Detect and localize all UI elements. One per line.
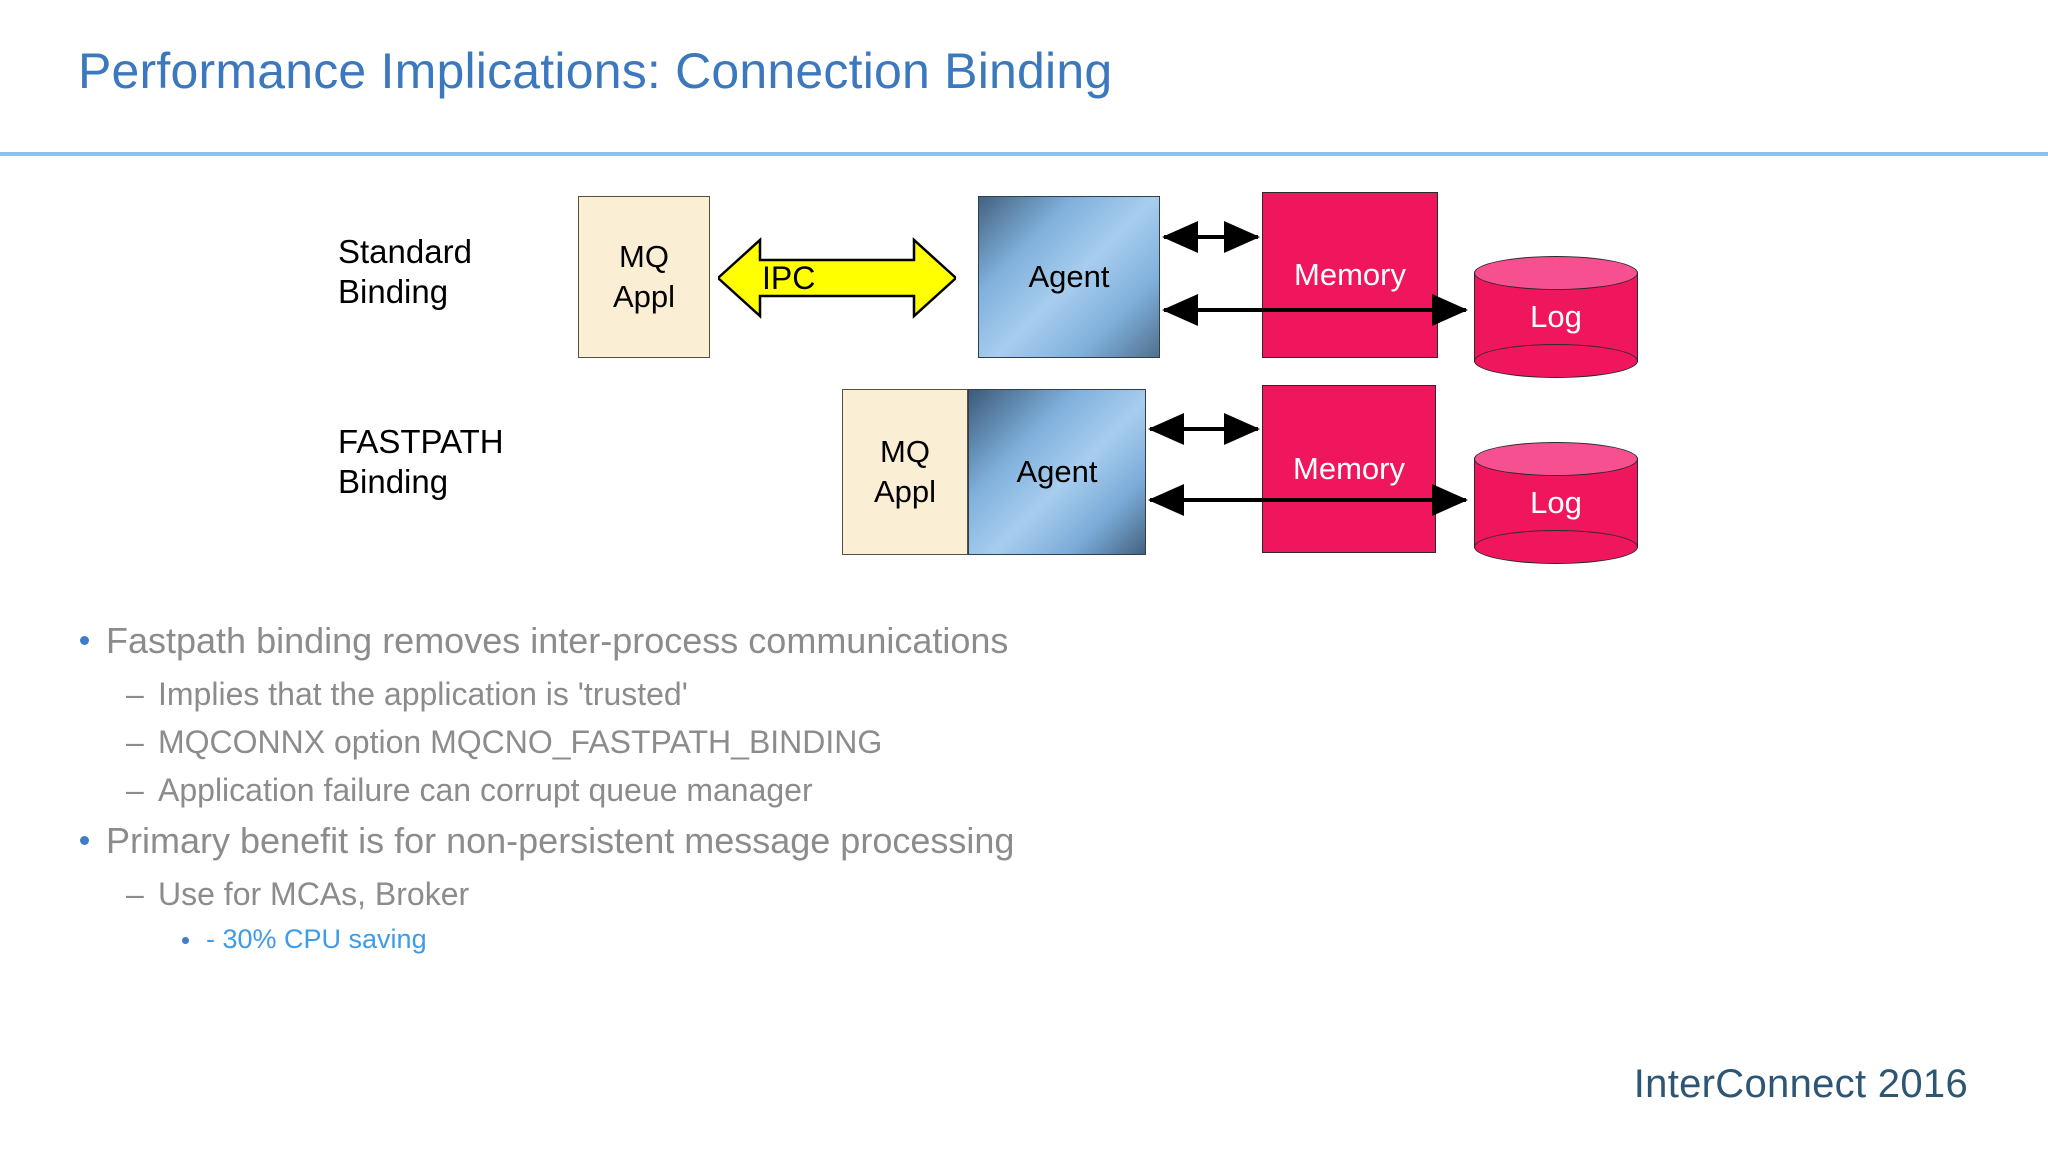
bullet-text: - 30% CPU saving bbox=[206, 924, 427, 954]
bullet-item: Primary benefit is for non-persistent me… bbox=[72, 820, 1572, 862]
mq-appl-box-row1: MQ Appl bbox=[578, 196, 710, 358]
bullet-item: Fastpath binding removes inter-process c… bbox=[72, 620, 1572, 662]
log-cylinder-top-ellipse bbox=[1474, 442, 1638, 476]
bullet-text: Primary benefit is for non-persistent me… bbox=[106, 820, 1015, 861]
bullet-text: Application failure can corrupt queue ma… bbox=[158, 772, 813, 808]
agent-box-row2: Agent bbox=[968, 389, 1146, 555]
bullet-text: Fastpath binding removes inter-process c… bbox=[106, 620, 1009, 661]
connection-binding-diagram: Standard Binding MQ Appl IPC Agent Memor… bbox=[338, 192, 1638, 564]
bullet-text: MQCONNX option MQCNO_FASTPATH_BINDING bbox=[158, 724, 883, 760]
log-cylinder-label: Log bbox=[1530, 485, 1582, 520]
bullet-dot-icon bbox=[80, 836, 89, 845]
row2-connector-arrows bbox=[1148, 413, 1468, 516]
bullet-list: Fastpath binding removes inter-process c… bbox=[72, 620, 1572, 965]
row1-connector-arrows bbox=[1162, 221, 1468, 326]
bullet-text: Use for MCAs, Broker bbox=[158, 876, 470, 912]
log-cylinder-row2: Log bbox=[1474, 442, 1638, 564]
log-cylinder-top-ellipse bbox=[1474, 256, 1638, 290]
log-cylinder-bottom-ellipse bbox=[1474, 344, 1638, 378]
bullet-dash-icon: – bbox=[126, 676, 144, 712]
ipc-block-arrow-row1: IPC bbox=[716, 236, 958, 320]
bullet-dot-icon bbox=[182, 937, 189, 944]
bullet-text: Implies that the application is 'trusted… bbox=[158, 676, 688, 712]
bullet-item: – Application failure can corrupt queue … bbox=[72, 772, 1572, 809]
bullet-item: – MQCONNX option MQCNO_FASTPATH_BINDING bbox=[72, 724, 1572, 761]
title-divider bbox=[0, 152, 2048, 156]
agent-box-row1: Agent bbox=[978, 196, 1160, 358]
bullet-item: - 30% CPU saving bbox=[72, 924, 1572, 955]
bullet-dash-icon: – bbox=[126, 876, 144, 912]
row-label-fastpath-binding: FASTPATH Binding bbox=[338, 423, 504, 501]
memory-box-row1: Memory bbox=[1262, 192, 1438, 358]
log-cylinder-bottom-ellipse bbox=[1474, 530, 1638, 564]
bullet-dash-icon: – bbox=[126, 772, 144, 808]
memory-box-row2: Memory bbox=[1262, 385, 1436, 553]
bullet-dot-icon bbox=[80, 636, 89, 645]
log-cylinder-row1: Log bbox=[1474, 256, 1638, 378]
footer-brand: InterConnect 2016 bbox=[1633, 1062, 1968, 1106]
bullet-item: – Implies that the application is 'trust… bbox=[72, 676, 1572, 713]
row-label-standard-binding: Standard Binding bbox=[338, 233, 472, 311]
mq-appl-box-row2: MQ Appl bbox=[842, 389, 968, 555]
bullet-item: – Use for MCAs, Broker bbox=[72, 876, 1572, 913]
ipc-arrow-label: IPC bbox=[762, 259, 816, 296]
log-cylinder-label: Log bbox=[1530, 299, 1582, 334]
bullet-dash-icon: – bbox=[126, 724, 144, 760]
page-title: Performance Implications: Connection Bin… bbox=[78, 43, 1113, 99]
